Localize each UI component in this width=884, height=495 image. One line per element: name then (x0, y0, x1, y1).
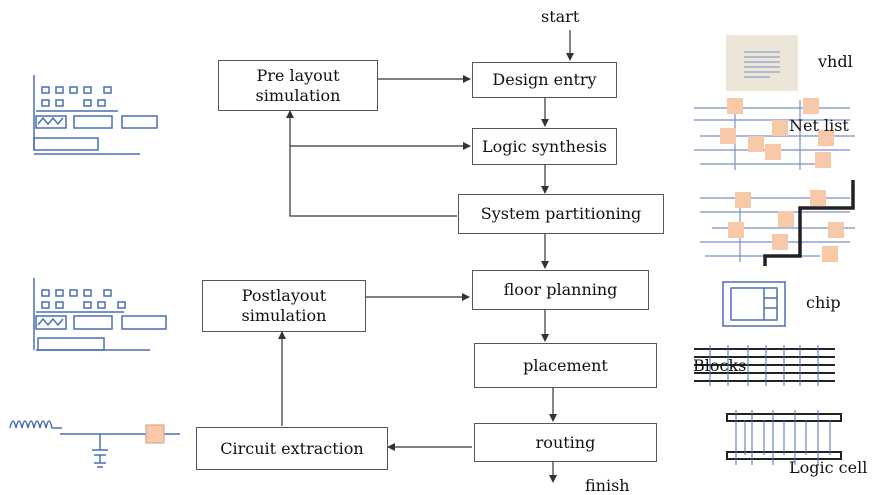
layout-sketch-top-icon (33, 75, 158, 155)
floor-planning-box[interactable]: floor planning (472, 270, 649, 310)
design-entry-box[interactable]: Design entry (472, 62, 617, 98)
post-layout-simulation-box[interactable]: Postlayout simulation (202, 280, 366, 332)
logic-synthesis-box[interactable]: Logic synthesis (472, 128, 617, 165)
start-label: start (541, 7, 580, 26)
net-list-label: Net list (789, 116, 849, 135)
blocks-icon (694, 345, 835, 386)
logic-cell-label: Logic cell (789, 458, 868, 477)
logic-cell-icon (726, 410, 842, 465)
placement-box[interactable]: placement (474, 343, 657, 388)
circuit-extraction-box[interactable]: Circuit extraction (196, 427, 388, 470)
chip-label: chip (806, 293, 841, 312)
chip-icon (722, 281, 786, 327)
layout-sketch-middle-icon (33, 278, 167, 351)
cell-icon (145, 424, 165, 444)
pre-layout-line1: Pre layout (256, 65, 340, 85)
vhdl-label: vhdl (818, 52, 853, 71)
blocks-label: Blocks (693, 356, 747, 375)
system-partitioning-box[interactable]: System partitioning (458, 194, 664, 234)
post-layout-line1: Postlayout (241, 286, 327, 305)
routing-box[interactable]: routing (474, 423, 657, 462)
partitioned-net-list-icon (700, 180, 855, 266)
post-layout-line2: simulation (241, 306, 327, 325)
finish-label: finish (585, 476, 630, 495)
vhdl-document-icon (726, 35, 798, 91)
pre-layout-line2: simulation (255, 85, 341, 105)
pre-layout-simulation-box[interactable]: Pre layout simulation (218, 60, 378, 111)
net-list-icon (694, 98, 855, 170)
